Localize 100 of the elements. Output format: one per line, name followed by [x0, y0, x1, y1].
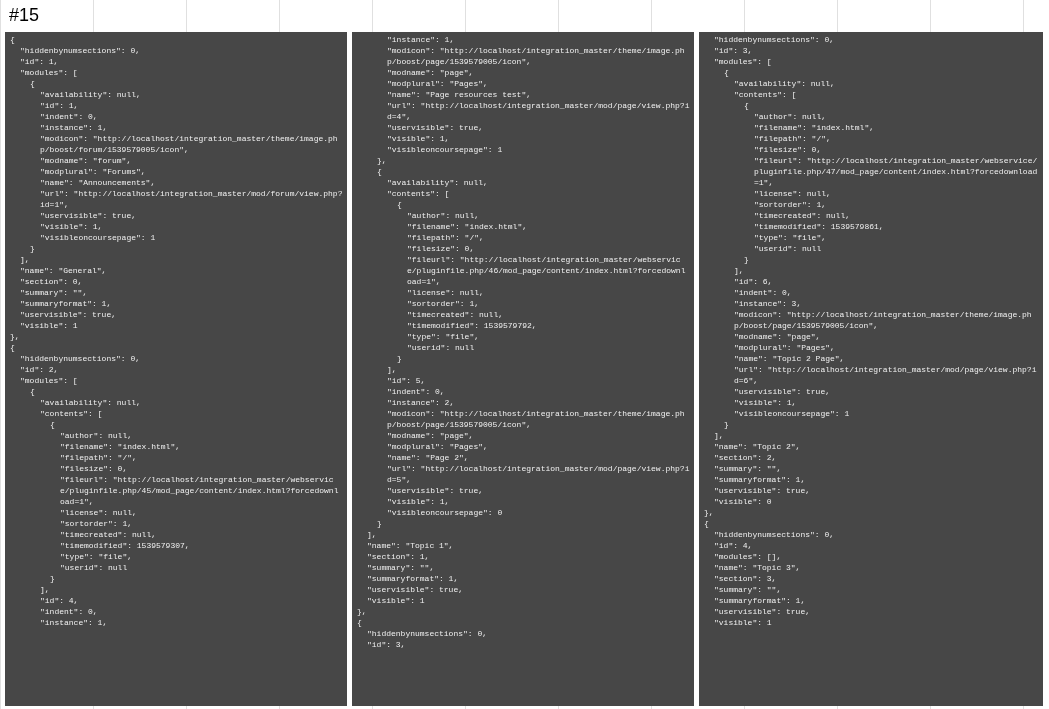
code-line: "hiddenbynumsections": 0,	[714, 529, 835, 540]
code-line: "sortorder": 1,	[407, 298, 479, 309]
code-line: "author": null,	[754, 111, 826, 122]
code-line: },	[10, 331, 20, 342]
code-line: "modicon": "http://localhost/integration_master/theme/image.php/boost/page/1539579005/icon",	[387, 408, 686, 430]
code-line: "uservisible": true,	[40, 210, 136, 221]
code-line: "uservisible": true,	[714, 606, 810, 617]
code-line: "indent": 0,	[734, 287, 792, 298]
code-line: "modicon": "http://localhost/integration_master/theme/image.php/boost/forum/1539579005/icon",	[40, 133, 339, 155]
code-line: {	[377, 166, 382, 177]
code-line: "name": "Announcements",	[40, 177, 156, 188]
code-line: "instance": 1,	[387, 34, 455, 45]
code-line: "modname": "page",	[387, 430, 474, 441]
code-line: "userid": null	[60, 562, 128, 573]
code-line: "url": "http://localhost/integration_master/mod/page/view.php?id=6",	[734, 364, 1038, 386]
code-line: "modname": "page",	[734, 331, 821, 342]
code-line: "timecreated": null,	[407, 309, 503, 320]
code-line: {	[10, 342, 15, 353]
code-line: "filesize": 0,	[754, 144, 822, 155]
code-line: "id": 5,	[387, 375, 426, 386]
code-line: "visible": 1	[367, 595, 425, 606]
code-line: "visible": 0	[714, 496, 772, 507]
code-line: ],	[714, 430, 724, 441]
code-line: "id": 4,	[714, 540, 753, 551]
code-line: "hiddenbynumsections": 0,	[367, 628, 488, 639]
code-line: "filename": "index.html",	[407, 221, 528, 232]
code-line: "modplural": "Pages",	[734, 342, 835, 353]
code-line: "id": 6,	[734, 276, 773, 287]
code-line: "timemodified": 1539579307,	[60, 540, 190, 551]
code-line: "hiddenbynumsections": 0,	[20, 45, 141, 56]
code-line: "type": "file",	[407, 331, 479, 342]
code-line: "visible": 1,	[40, 221, 103, 232]
code-line: "filesize": 0,	[407, 243, 475, 254]
code-line: {	[357, 617, 362, 628]
code-line: ],	[387, 364, 397, 375]
code-line: "section": 2,	[714, 452, 777, 463]
code-line: "visible": 1,	[734, 397, 797, 408]
code-line: "section": 3,	[714, 573, 777, 584]
code-line: "availability": null,	[387, 177, 488, 188]
code-line: "filename": "index.html",	[60, 441, 181, 452]
code-line: "section": 1,	[367, 551, 430, 562]
code-line: {	[30, 386, 35, 397]
code-line: "summaryformat": 1,	[20, 298, 112, 309]
code-line: "timecreated": null,	[754, 210, 850, 221]
code-line: "id": 1,	[40, 100, 79, 111]
code-line: "instance": 2,	[387, 397, 455, 408]
code-line: "visibleoncoursepage": 1	[734, 408, 850, 419]
code-line: "id": 3,	[714, 45, 753, 56]
code-line: "id": 3,	[367, 639, 406, 650]
code-line: "summaryformat": 1,	[714, 595, 806, 606]
code-screenshot	[699, 32, 1043, 706]
code-line: "name": "Topic 2",	[714, 441, 801, 452]
code-line: "uservisible": true,	[367, 584, 463, 595]
code-line: "name": "Topic 1",	[367, 540, 454, 551]
code-line: "license": null,	[60, 507, 137, 518]
code-line: },	[377, 155, 387, 166]
code-line: "modname": "forum",	[40, 155, 132, 166]
code-line: "modicon": "http://localhost/integration_master/theme/image.php/boost/page/1539579005/icon",	[387, 45, 686, 67]
code-line: "uservisible": true,	[714, 485, 810, 496]
code-line: }	[744, 254, 749, 265]
code-line: "visible": 1,	[387, 133, 450, 144]
code-line: "userid": null	[754, 243, 822, 254]
code-line: "timemodified": 1539579792,	[407, 320, 537, 331]
code-line: "modicon": "http://localhost/integration_master/theme/image.php/boost/page/1539579005/icon",	[734, 309, 1033, 331]
code-line: "availability": null,	[734, 78, 835, 89]
code-line: ],	[40, 584, 50, 595]
code-line: "timemodified": 1539579861,	[754, 221, 884, 232]
code-line: "name": "General",	[20, 265, 107, 276]
code-line: ],	[734, 265, 744, 276]
code-line: }	[724, 419, 729, 430]
code-line: {	[704, 518, 709, 529]
code-line: {	[397, 199, 402, 210]
code-line: "visible": 1,	[387, 496, 450, 507]
code-line: "url": "http://localhost/integration_master/mod/forum/view.php?id=1",	[40, 188, 343, 210]
code-line: "hiddenbynumsections": 0,	[714, 34, 835, 45]
code-line: }	[30, 243, 35, 254]
code-line: "hiddenbynumsections": 0,	[20, 353, 141, 364]
code-line: },	[704, 507, 714, 518]
code-line: "type": "file",	[60, 551, 132, 562]
code-line: "uservisible": true,	[387, 485, 483, 496]
code-line: "summaryformat": 1,	[714, 474, 806, 485]
code-line: "contents": [	[40, 408, 103, 419]
code-line: "modules": [	[20, 375, 78, 386]
code-line: "modules": [	[714, 56, 772, 67]
code-line: "filepath": "/",	[60, 452, 137, 463]
code-line: {	[724, 67, 729, 78]
code-line: "contents": [	[387, 188, 450, 199]
code-line: "visibleoncoursepage": 1	[40, 232, 156, 243]
code-line: "indent": 0,	[40, 111, 98, 122]
code-line: "author": null,	[60, 430, 132, 441]
code-line: },	[357, 606, 367, 617]
code-line: "visible": 1	[20, 320, 78, 331]
code-line: "filepath": "/",	[754, 133, 831, 144]
code-line: "availability": null,	[40, 397, 141, 408]
code-line: "indent": 0,	[387, 386, 445, 397]
code-line: "summary": "",	[367, 562, 435, 573]
code-screenshot	[5, 32, 347, 706]
code-line: "summaryformat": 1,	[367, 573, 459, 584]
code-line: "uservisible": true,	[734, 386, 830, 397]
code-line: "indent": 0,	[40, 606, 98, 617]
